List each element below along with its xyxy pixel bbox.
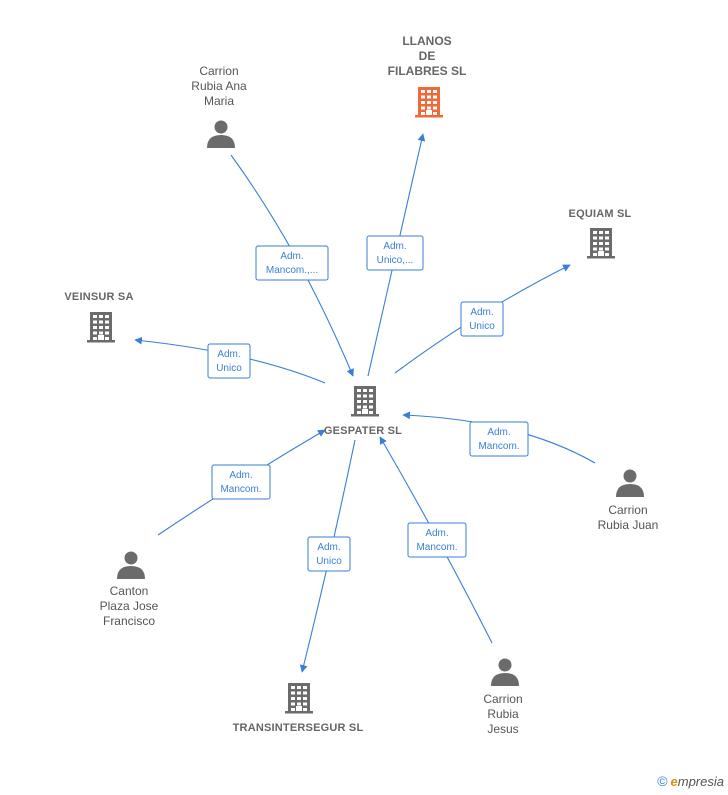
node-transintersegur[interactable]: TRANSINTERSEGUR SL [233,683,364,734]
edge-label-line: Adm. [487,427,510,438]
edge-label-gespater-transintersegur[interactable]: Adm. Unico [307,536,351,572]
node-label: Canton [110,584,149,598]
node-label: Carrion [483,692,522,706]
edge-label-gespater-llanos[interactable]: Adm. Unico,... [366,235,424,271]
building-icon[interactable] [87,312,115,343]
edge-label-gespater-equiam[interactable]: Adm. Unico [460,301,504,337]
node-label: Carrion [199,64,238,78]
node-label: LLANOS [402,34,451,48]
edge-label-line: Adm. [383,241,406,252]
person-icon[interactable] [117,551,145,580]
edge-label-carrion_ana-gespater[interactable]: Adm. Mancom.,... [255,245,329,281]
node-label: Carrion [608,503,647,517]
brand-logo-initial: e [670,774,678,789]
edge-label-line: Adm. [280,251,303,262]
edge-labels-layer: Adm.Mancom.,...Adm.Unico,...Adm.UnicoAdm… [207,235,529,572]
node-label: Plaza Jose [100,599,159,613]
edge-label-line: Unico [469,321,495,332]
edge-label-line: Unico,... [377,255,414,266]
edge-label-line: Adm. [217,349,240,360]
node-gespater[interactable]: GESPATER SL [324,386,402,437]
edge-label-canton-gespater[interactable]: Adm. Mancom. [211,464,271,500]
node-equiam[interactable]: EQUIAM SL [569,208,632,259]
building-icon[interactable] [587,228,615,259]
node-label: Jesus [487,722,518,736]
edge-label-carrion_juan-gespater[interactable]: Adm. Mancom. [469,421,529,457]
edge-label-line: Mancom. [220,484,261,495]
node-label: Rubia [487,707,519,721]
footer-brand[interactable]: ©empresia [657,773,724,789]
edge-label-line: Mancom. [416,542,457,553]
node-label: GESPATER SL [324,425,402,437]
edge-label-line: Mancom.,... [266,265,318,276]
brand-name: mpresia [677,774,724,789]
person-icon[interactable] [491,658,519,687]
node-label: Maria [204,94,234,108]
edge-label-line: Adm. [425,528,448,539]
person-icon[interactable] [616,469,644,498]
node-label: Rubia Ana [191,79,247,93]
building-icon[interactable] [285,683,313,714]
edge-label-gespater-veinsur[interactable]: Adm. Unico [207,343,251,379]
copyright-icon: © [657,773,668,789]
node-label: Rubia Juan [598,518,659,532]
node-label: VEINSUR SA [64,291,133,303]
edge-label-line: Unico [216,363,242,374]
edge-label-line: Mancom. [478,441,519,452]
person-icon[interactable] [207,120,235,149]
node-veinsur[interactable]: VEINSUR SA [64,291,133,343]
node-label: EQUIAM SL [569,208,632,220]
edge-label-line: Adm. [229,470,252,481]
building-icon[interactable] [351,386,379,417]
edge-label-line: Unico [316,556,342,567]
building-icon[interactable] [415,87,443,118]
node-label: DE [419,49,436,63]
node-label: TRANSINTERSEGUR SL [233,722,364,734]
edge-label-carrion_jesus-gespater[interactable]: Adm. Mancom. [407,522,467,558]
edge-label-line: Adm. [470,307,493,318]
node-label: Francisco [103,614,155,628]
edge-label-line: Adm. [317,542,340,553]
node-label: FILABRES SL [388,64,467,78]
